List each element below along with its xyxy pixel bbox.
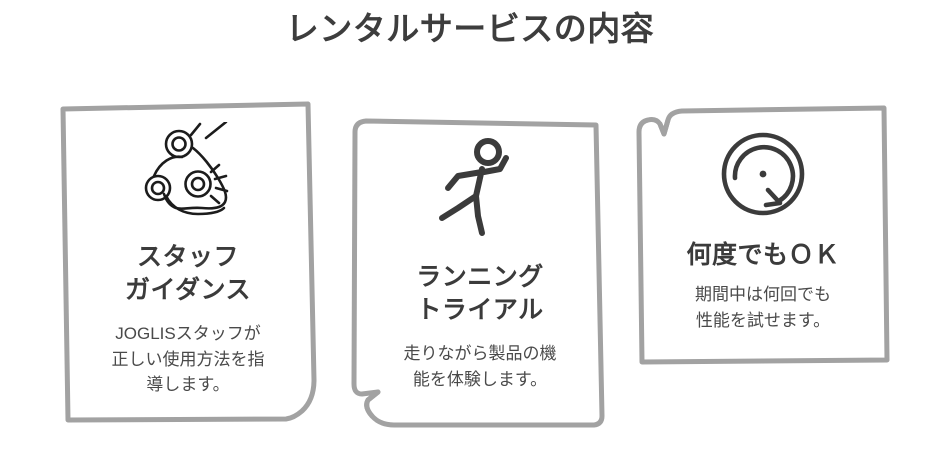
card-title-unlimited-ok: 何度でもＯＫ — [686, 241, 840, 269]
card-staff-guidance: スタッフ ガイダンス JOGLISスタッフが 正しい使用方法を指 導します。 — [58, 100, 318, 424]
card-outline-shape — [351, 118, 605, 428]
card-title-staff-guidance: スタッフ ガイダンス — [124, 243, 251, 304]
card-title-running-trial: ランニング トライアル — [416, 263, 544, 324]
card-outline-shape — [636, 105, 890, 365]
card-outline-shape — [60, 101, 317, 423]
circular-repeat-arrow-icon — [715, 126, 811, 227]
card-body-staff-guidance: JOGLISスタッフが 正しい使用方法を指 導します。 — [111, 324, 265, 394]
card-running-trial: ランニング トライアル 走りながら製品の機 能を体験します。 — [350, 116, 610, 430]
foot-acupressure-icon — [132, 120, 244, 231]
card-unlimited-ok: 何度でもＯＫ 期間中は何回でも 性能を試せます。 — [634, 104, 892, 368]
running-person-icon — [430, 136, 530, 245]
card-body-unlimited-ok: 期間中は何回でも 性能を試せます。 — [695, 285, 831, 330]
card-body-running-trial: 走りながら製品の機 能を体験します。 — [403, 344, 557, 389]
page-title: レンタルサービスの内容 — [285, 10, 655, 47]
